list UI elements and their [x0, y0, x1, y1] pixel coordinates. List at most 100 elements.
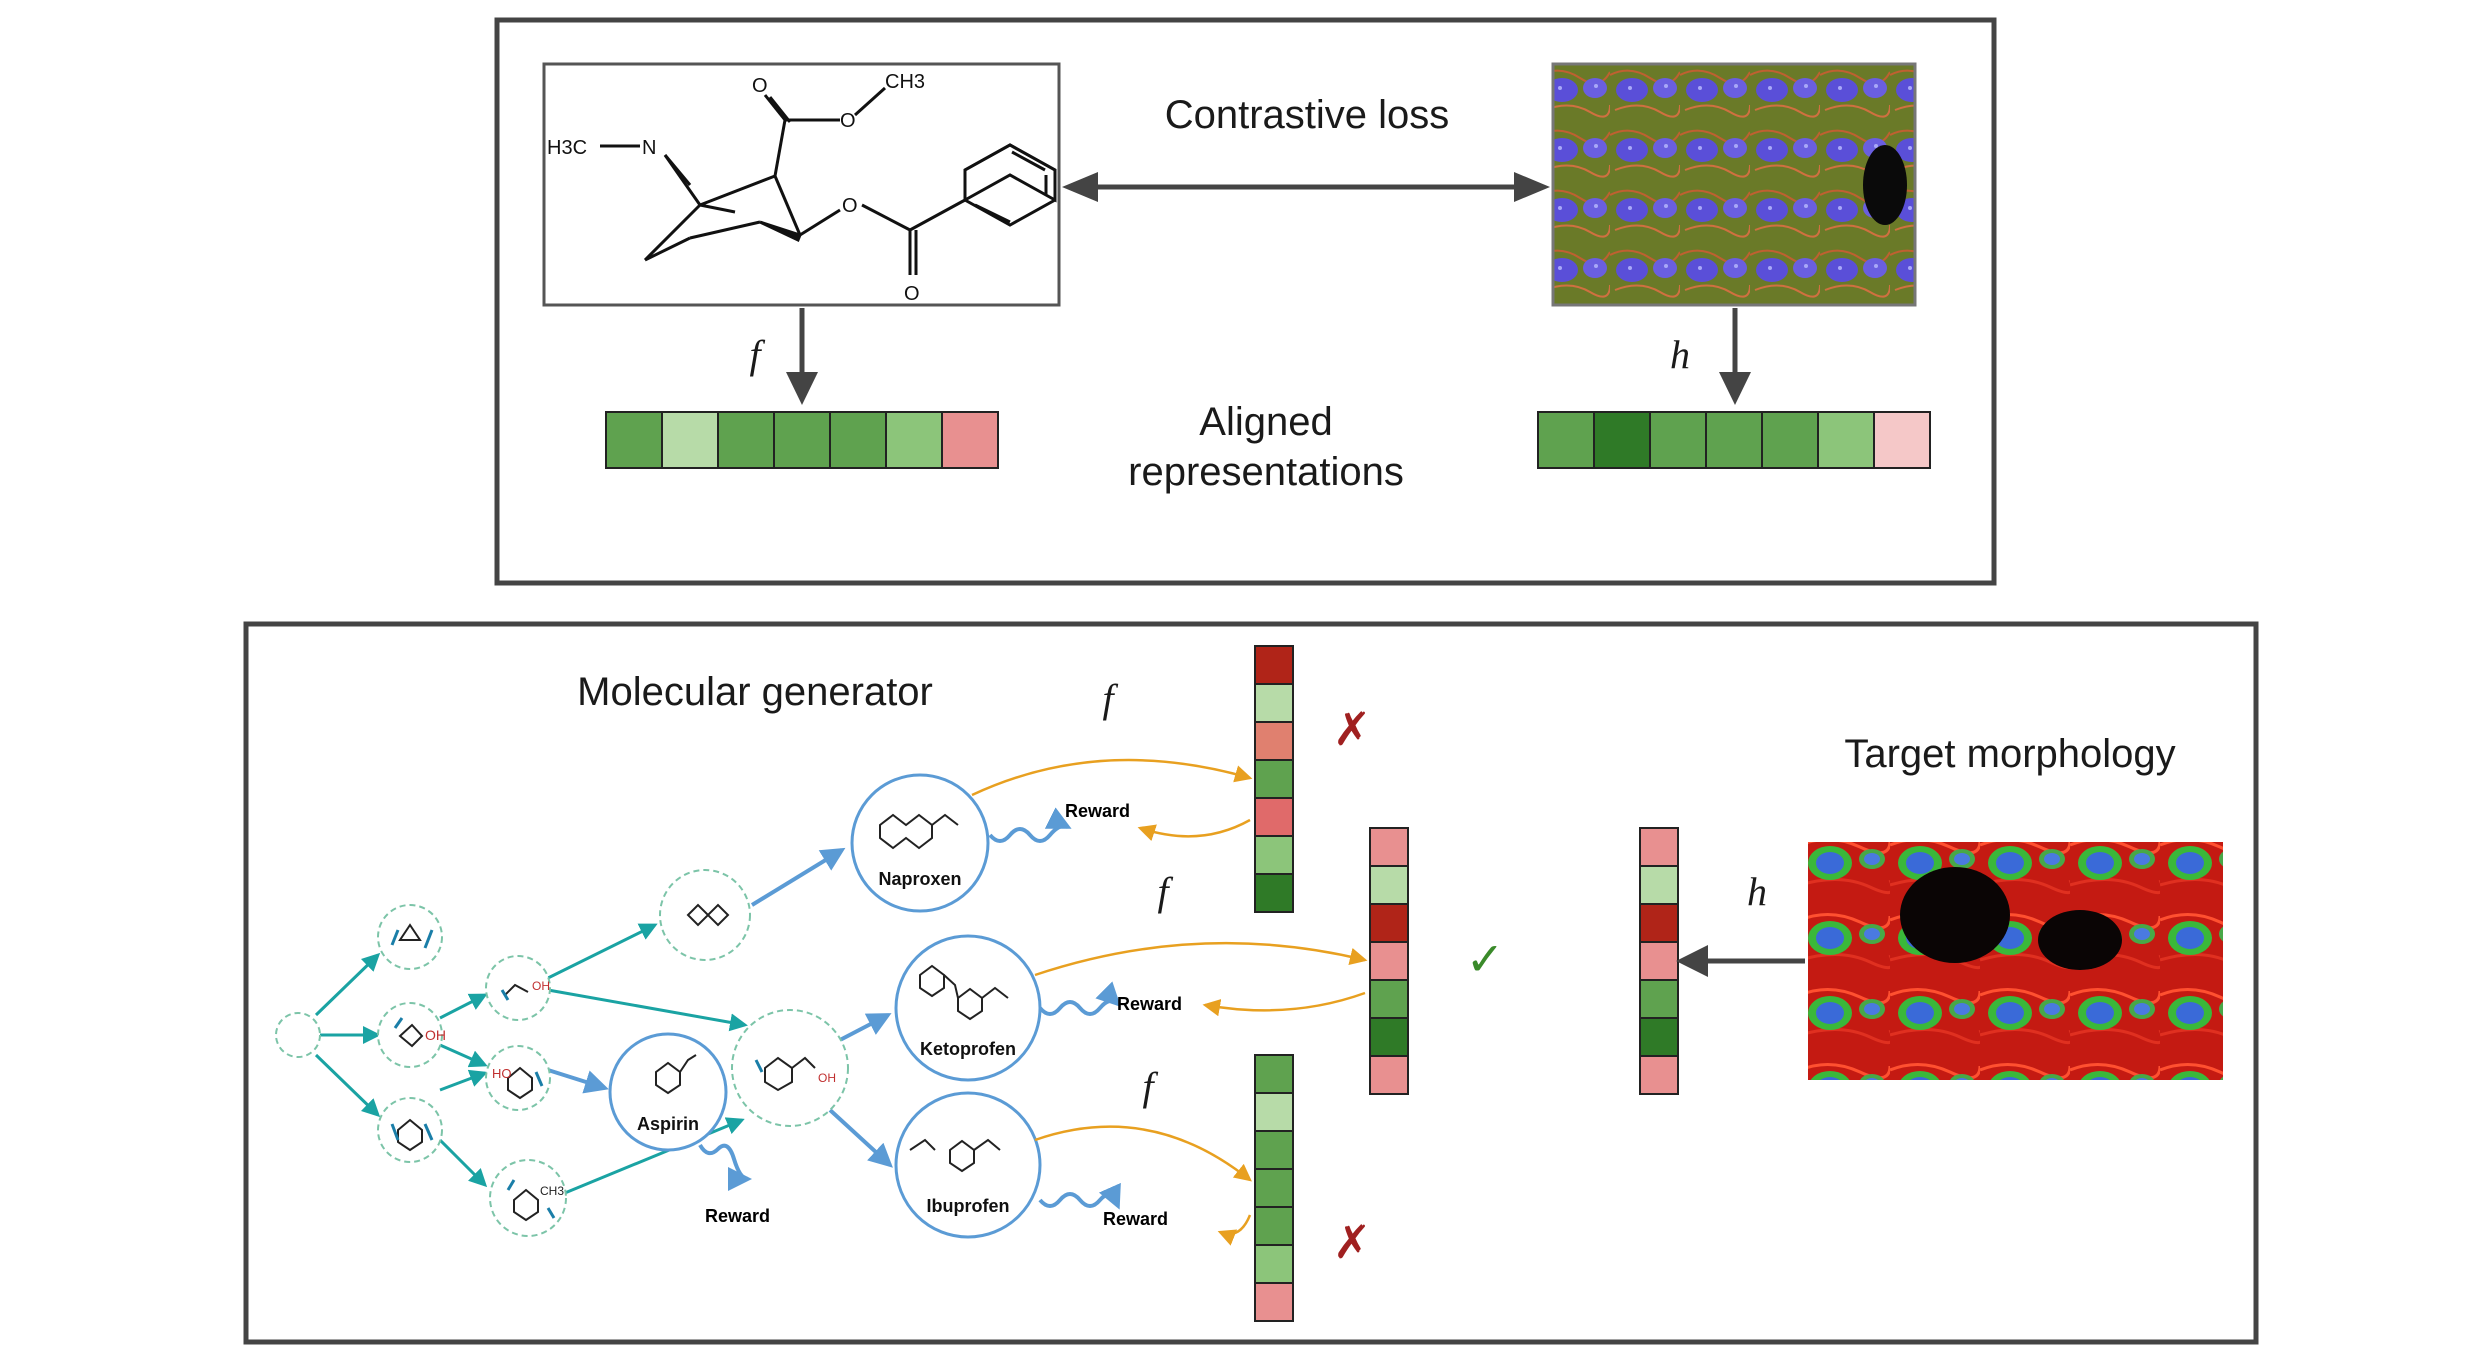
h-label-bottom: h: [1747, 869, 1767, 914]
representation-vector-ibuprofen: [1254, 1054, 1294, 1322]
representation-vector-naproxen: [1254, 645, 1294, 913]
vector-target-cell-6: [1639, 1017, 1679, 1057]
vector-image-cell-1: [1537, 411, 1595, 469]
vector-image-cell-4: [1705, 411, 1763, 469]
vector-naproxen-cell-6: [1254, 835, 1294, 875]
h-label-top: h: [1670, 332, 1690, 377]
vector-target-cell-5: [1639, 979, 1679, 1019]
vector-ketoprofen-cell-4: [1369, 941, 1409, 981]
vector-naproxen-cell-5: [1254, 797, 1294, 837]
bottom-panel-frame: [243, 621, 2259, 1345]
vector-ibuprofen-cell-6: [1254, 1244, 1294, 1284]
svg-text:Ketoprofen: Ketoprofen: [920, 1039, 1016, 1059]
atom-o-ester: O: [840, 110, 856, 132]
reward-wavy-arrows: [698, 807, 1121, 1210]
encoder-f-arrows-bottom: [971, 758, 1368, 1246]
vector-ibuprofen-cell-5: [1254, 1206, 1294, 1246]
representation-vector-target: [1639, 827, 1679, 1095]
encoder-h-arrow-head-bottom: [1676, 945, 1708, 977]
molecule-node-naproxen: Naproxen: [850, 773, 990, 913]
cocaine-molecule-drawing: [600, 86, 1057, 275]
vector-image-cell-7: [1873, 411, 1931, 469]
atom-h3c: H3C: [547, 137, 587, 159]
vector-image-cell-3: [1649, 411, 1707, 469]
vector-ketoprofen-cell-5: [1369, 979, 1409, 1019]
contrastive-arrow-head-right: [1514, 172, 1550, 202]
representation-vector-molecule: [605, 411, 999, 469]
molecule-structure-box: [542, 62, 1061, 307]
vector-image-cell-6: [1817, 411, 1875, 469]
root-node: [275, 1012, 321, 1058]
svg-text:Aspirin: Aspirin: [637, 1114, 699, 1134]
svg-text:Ibuprofen: Ibuprofen: [927, 1196, 1010, 1216]
fragment-node-phenylpropanoic: [731, 1009, 849, 1127]
mismatch-mark-naproxen: ✗: [1333, 702, 1372, 756]
fragment-attachment-marks: [390, 929, 764, 1219]
vector-molecule-cell-7: [941, 411, 999, 469]
reward-label-ibuprofen: Reward: [1103, 1209, 1168, 1229]
atom-o-benzoate: O: [842, 195, 858, 217]
aligned-label-line2: representations: [1128, 450, 1404, 494]
representation-vector-image: [1537, 411, 1931, 469]
vector-molecule-cell-2: [661, 411, 719, 469]
fragment-ch3-label: CH3: [540, 1184, 564, 1198]
vector-ibuprofen-cell-1: [1254, 1054, 1294, 1094]
vector-target-cell-4: [1639, 941, 1679, 981]
vector-molecule-cell-3: [717, 411, 775, 469]
vector-naproxen-cell-2: [1254, 683, 1294, 723]
encoder-h-arrow-head-top: [1719, 372, 1751, 405]
fragment-node-epoxide: [377, 904, 443, 970]
f-label-top: f: [749, 332, 765, 377]
f-label-ketoprofen: f: [1157, 869, 1173, 914]
reward-label-aspirin: Reward: [705, 1206, 770, 1226]
vector-target-cell-2: [1639, 865, 1679, 905]
target-morphology-label: Target morphology: [1844, 732, 2175, 776]
aligned-label-line1: Aligned: [1199, 400, 1332, 444]
cell-image-top: [1551, 62, 1917, 307]
vector-ibuprofen-cell-2: [1254, 1092, 1294, 1132]
vector-ketoprofen-cell-6: [1369, 1017, 1409, 1057]
vector-ketoprofen-cell-3: [1369, 903, 1409, 943]
vector-naproxen-cell-7: [1254, 873, 1294, 913]
vector-ibuprofen-cell-7: [1254, 1282, 1294, 1322]
contrastive-arrow-head-left: [1062, 172, 1098, 202]
vector-molecule-cell-5: [829, 411, 887, 469]
molecular-generator-label: Molecular generator: [577, 670, 933, 714]
molecule-node-aspirin: Aspirin: [608, 1032, 728, 1152]
molecule-node-ketoprofen: Ketoprofen: [894, 934, 1042, 1082]
match-mark-ketoprofen: ✓: [1466, 932, 1505, 986]
contrastive-loss-label: Contrastive loss: [1165, 93, 1450, 137]
generation-tree-nodes: [275, 869, 849, 1237]
generation-tree-edges: [314, 847, 893, 1197]
fragment-ho-label: HO: [492, 1066, 512, 1081]
fragment-node-propanoic: [485, 955, 551, 1021]
vector-ketoprofen-cell-1: [1369, 827, 1409, 867]
representation-vector-ketoprofen: [1369, 827, 1409, 1095]
encoder-f-arrow-head-top: [786, 372, 818, 405]
vector-target-cell-7: [1639, 1055, 1679, 1095]
fragment-oh-label: OH: [425, 1027, 446, 1043]
molecule-node-ibuprofen: Ibuprofen: [894, 1091, 1042, 1239]
vector-naproxen-cell-4: [1254, 759, 1294, 799]
vector-ketoprofen-cell-7: [1369, 1055, 1409, 1095]
vector-image-cell-2: [1593, 411, 1651, 469]
fragment-node-naphthyl: [659, 869, 751, 961]
vector-ketoprofen-cell-2: [1369, 865, 1409, 905]
vector-molecule-cell-4: [773, 411, 831, 469]
vector-molecule-cell-1: [605, 411, 663, 469]
vector-image-cell-5: [1761, 411, 1819, 469]
fragment-node-acid: [377, 1002, 443, 1068]
vector-molecule-cell-6: [885, 411, 943, 469]
fragment-node-methylbenzene: [489, 1159, 567, 1237]
mismatch-mark-ibuprofen: ✗: [1333, 1215, 1372, 1269]
f-label-naproxen: f: [1102, 676, 1118, 721]
fragment-node-benzoic: [485, 1045, 551, 1111]
fragment-node-benzene: [377, 1097, 443, 1163]
svg-text:Naproxen: Naproxen: [878, 869, 961, 889]
vector-target-cell-3: [1639, 903, 1679, 943]
atom-n: N: [642, 137, 656, 159]
vector-naproxen-cell-1: [1254, 645, 1294, 685]
reward-label-naproxen: Reward: [1065, 801, 1130, 821]
top-panel-frame: [494, 17, 1997, 586]
